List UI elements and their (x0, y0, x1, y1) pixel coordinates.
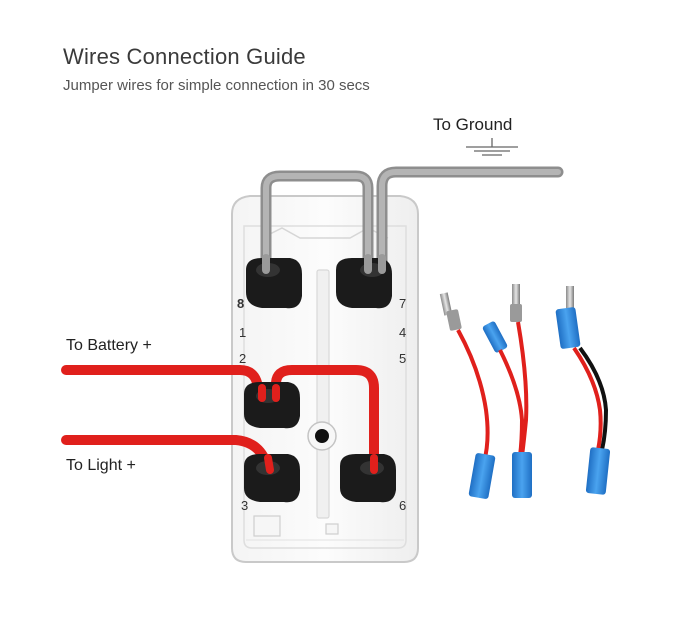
diagram-title: Wires Connection Guide (63, 44, 306, 69)
wire-ends (258, 254, 386, 474)
pin-label-3: 3 (241, 498, 248, 513)
pin-label-8: 8 (237, 296, 244, 311)
ground-label: To Ground (433, 115, 512, 134)
diagram-subtitle: Jumper wires for simple connection in 30… (63, 77, 370, 94)
terminal-6 (340, 454, 396, 503)
jumper-wire-middle (482, 284, 532, 498)
pin-label-6: 6 (399, 498, 406, 513)
led-hole (307, 421, 337, 451)
pin-label-2: 2 (239, 351, 246, 366)
terminal-8 (246, 258, 302, 309)
pin-label-1: 1 (239, 325, 246, 340)
ground-jumper-wires (260, 166, 564, 274)
battery-label: To Battery + (66, 337, 152, 354)
light-label: To Light + (66, 457, 136, 474)
pin-label-7: 7 (399, 296, 406, 311)
pin-label-5: 5 (399, 351, 406, 366)
pin-label-4: 4 (399, 325, 406, 340)
ground-symbol-icon (466, 138, 518, 156)
jumper-wire-left (439, 292, 496, 499)
jumper-wire-right (555, 286, 611, 495)
